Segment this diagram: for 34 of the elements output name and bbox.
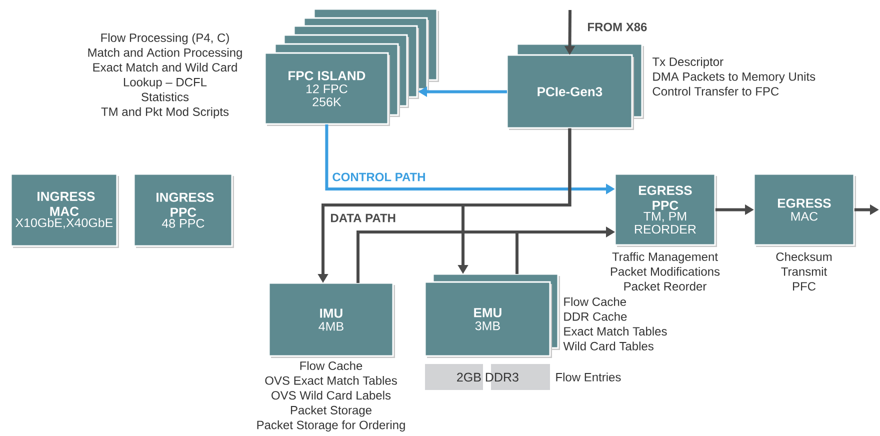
node-label: DDR Cache bbox=[564, 312, 627, 321]
edge-label: FROM X86 bbox=[586, 22, 648, 32]
feature-list: Checksum Transmit PFC bbox=[776, 252, 832, 291]
node-label: Flow Cache bbox=[300, 361, 362, 370]
block-box: INGRESS PPC 48 PPC bbox=[133, 173, 234, 248]
node-label: Packet Storage for Ordering bbox=[257, 420, 405, 432]
edge-label: DATA PATH bbox=[329, 212, 397, 224]
node-label: Exact Match and Wild Card bbox=[93, 62, 237, 72]
feature-list: Flow Cache OVS Exact Match Tables OVS Wild Card Labels Packet Storage Packet Storage for Ordering bbox=[257, 361, 405, 432]
block-box: EMU 3MB bbox=[424, 273, 560, 358]
node-label: Flow Cache bbox=[564, 297, 626, 306]
node-label: Match and Action Processing bbox=[88, 48, 242, 60]
node-label: Packet Storage bbox=[290, 406, 372, 417]
node-label: OVS Exact Match Tables bbox=[265, 376, 397, 385]
node-label: Lookup – DCFL bbox=[124, 78, 207, 89]
block-box: INGRESS MAC X10GbE,X40GbE bbox=[10, 173, 119, 248]
node-label: Wild Card Tables bbox=[563, 342, 654, 350]
block-box: IMU 4MB bbox=[268, 282, 395, 358]
feature-list: Flow Entries bbox=[556, 372, 621, 382]
block-box: PCIe-Gen3 bbox=[506, 43, 644, 130]
block-box: EGRESS MAC bbox=[753, 173, 856, 247]
memory-bar: 2GB DDR3 bbox=[425, 364, 550, 390]
feature-list: Flow Cache DDR Cache Exact Match Tables Wild Card Tables bbox=[563, 297, 667, 350]
feature-list: Flow Processing (P4, C) Match and Action Processing Exact Match and Wild Card Lookup – DCFL Statistics TM and Pkt Mod Scripts bbox=[88, 33, 242, 118]
feature-list: Tx Descriptor DMA Packets to Memory Units Control Transfer to FPC bbox=[652, 57, 816, 96]
node-label: Statistics bbox=[142, 92, 189, 102]
edge-label: CONTROL PATH bbox=[331, 172, 427, 182]
feature-list: Traffic Management Packet Modifications Packet Reorder bbox=[610, 252, 720, 291]
node-label: OVS Wild Card Labels bbox=[272, 390, 391, 400]
node-label: TM and Pkt Mod Scripts bbox=[101, 107, 229, 118]
block-box: EGRESS PPC TM, PM REORDER bbox=[614, 173, 718, 247]
node-label: Exact Match Tables bbox=[564, 326, 667, 336]
block-box: FPC ISLAND 12 FPC 256K bbox=[264, 8, 439, 126]
node-label: Flow Processing (P4, C) bbox=[101, 33, 229, 44]
